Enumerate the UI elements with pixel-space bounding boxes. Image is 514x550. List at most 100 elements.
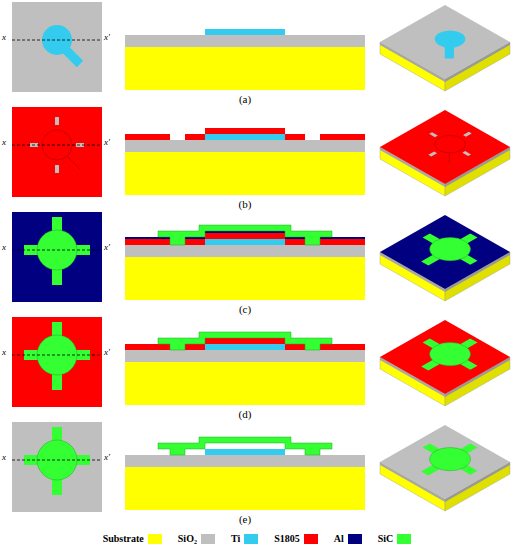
top-face: [380, 5, 510, 79]
layer: [12, 317, 102, 407]
section-line: [12, 250, 102, 251]
layer: [55, 165, 59, 173]
layer: [185, 134, 205, 140]
layer: [125, 350, 365, 362]
layer: [12, 107, 102, 197]
layer: [125, 344, 170, 350]
layer: [380, 215, 510, 289]
legend-item: SiO₂: [178, 533, 215, 544]
legend-item: Ti: [231, 533, 258, 544]
section-mark: x': [104, 33, 110, 42]
layer: [12, 422, 102, 512]
layer: [12, 2, 102, 92]
legend-swatch: [348, 534, 362, 544]
layer: [125, 467, 365, 510]
layer: [125, 134, 170, 140]
layer: [285, 239, 305, 245]
cross-section: [125, 437, 365, 510]
layer: [380, 320, 510, 394]
layer: [185, 237, 205, 239]
cross-section: [125, 128, 365, 195]
panel-label: (d): [239, 409, 252, 420]
legend-text: Al: [334, 533, 344, 544]
layer: [125, 35, 365, 47]
layer: [205, 338, 285, 344]
buried-outline: [440, 153, 459, 164]
legend-text: SiO₂: [178, 533, 197, 544]
top-face: [380, 425, 510, 499]
layer: [12, 212, 102, 302]
section-line: [12, 355, 102, 356]
iso-view: [380, 110, 510, 196]
section-line: [12, 40, 102, 41]
panel-label: (c): [239, 304, 251, 315]
section-mark: x: [2, 453, 6, 462]
section-line: [12, 460, 102, 461]
layer: [125, 47, 365, 90]
layer: [125, 257, 365, 300]
layer: [285, 237, 305, 239]
legend-item: S1805: [274, 533, 318, 544]
section-mark: x': [104, 138, 110, 147]
layer: [320, 134, 365, 140]
layer: [125, 152, 365, 195]
legend-item: SiC: [378, 533, 412, 544]
layer: [205, 344, 285, 350]
legend-item: Al: [334, 533, 362, 544]
layer: [285, 344, 305, 350]
top-face: [380, 215, 510, 289]
iso-view: [380, 425, 510, 511]
iso-view: [380, 5, 510, 91]
layer: [205, 134, 285, 140]
legend-item: Substrate: [103, 533, 162, 544]
sic-layer: [158, 332, 332, 350]
buried-outline: [67, 156, 80, 169]
section-mark: x': [104, 243, 110, 252]
layer: [125, 245, 365, 257]
layer: [125, 140, 365, 152]
section-mark: x: [2, 243, 6, 252]
section-mark: x: [2, 348, 6, 357]
layer: [320, 237, 365, 239]
cross-section: [125, 332, 365, 405]
top-view: [12, 107, 102, 197]
panel-label: (e): [239, 514, 251, 525]
cross-section: [125, 29, 365, 90]
layer: [205, 233, 285, 239]
top-view: [12, 2, 102, 92]
layer: [320, 344, 365, 350]
layer: [205, 29, 285, 35]
layer: [125, 239, 170, 245]
top-view: [12, 212, 102, 302]
layer: [125, 237, 170, 239]
iso-view: [380, 215, 510, 301]
layer: [320, 239, 365, 245]
legend-text: SiC: [378, 533, 394, 544]
legend-swatch: [244, 534, 258, 544]
membrane-disc: [421, 338, 479, 371]
section-line: [12, 145, 102, 146]
layer: [205, 128, 285, 134]
panel-label: (b): [239, 199, 252, 210]
layer: [185, 239, 205, 245]
layer: [125, 455, 365, 467]
layer: [429, 132, 438, 137]
membrane-disc: [421, 233, 479, 266]
legend-swatch: [397, 534, 411, 544]
layer: [380, 5, 510, 79]
legend-swatch: [201, 534, 215, 544]
layer: [125, 362, 365, 405]
layer: [463, 132, 472, 137]
legend: Substrate SiO₂ Ti S1805 Al SiC: [0, 533, 514, 544]
layer: [462, 151, 471, 156]
layer: [380, 425, 510, 499]
top-face: [380, 110, 510, 184]
legend-text: Ti: [231, 533, 240, 544]
layer: [205, 231, 285, 233]
buried-outline: [428, 132, 471, 157]
legend-swatch: [148, 534, 162, 544]
cross-section: [125, 225, 365, 300]
sic-layer: [158, 437, 332, 455]
